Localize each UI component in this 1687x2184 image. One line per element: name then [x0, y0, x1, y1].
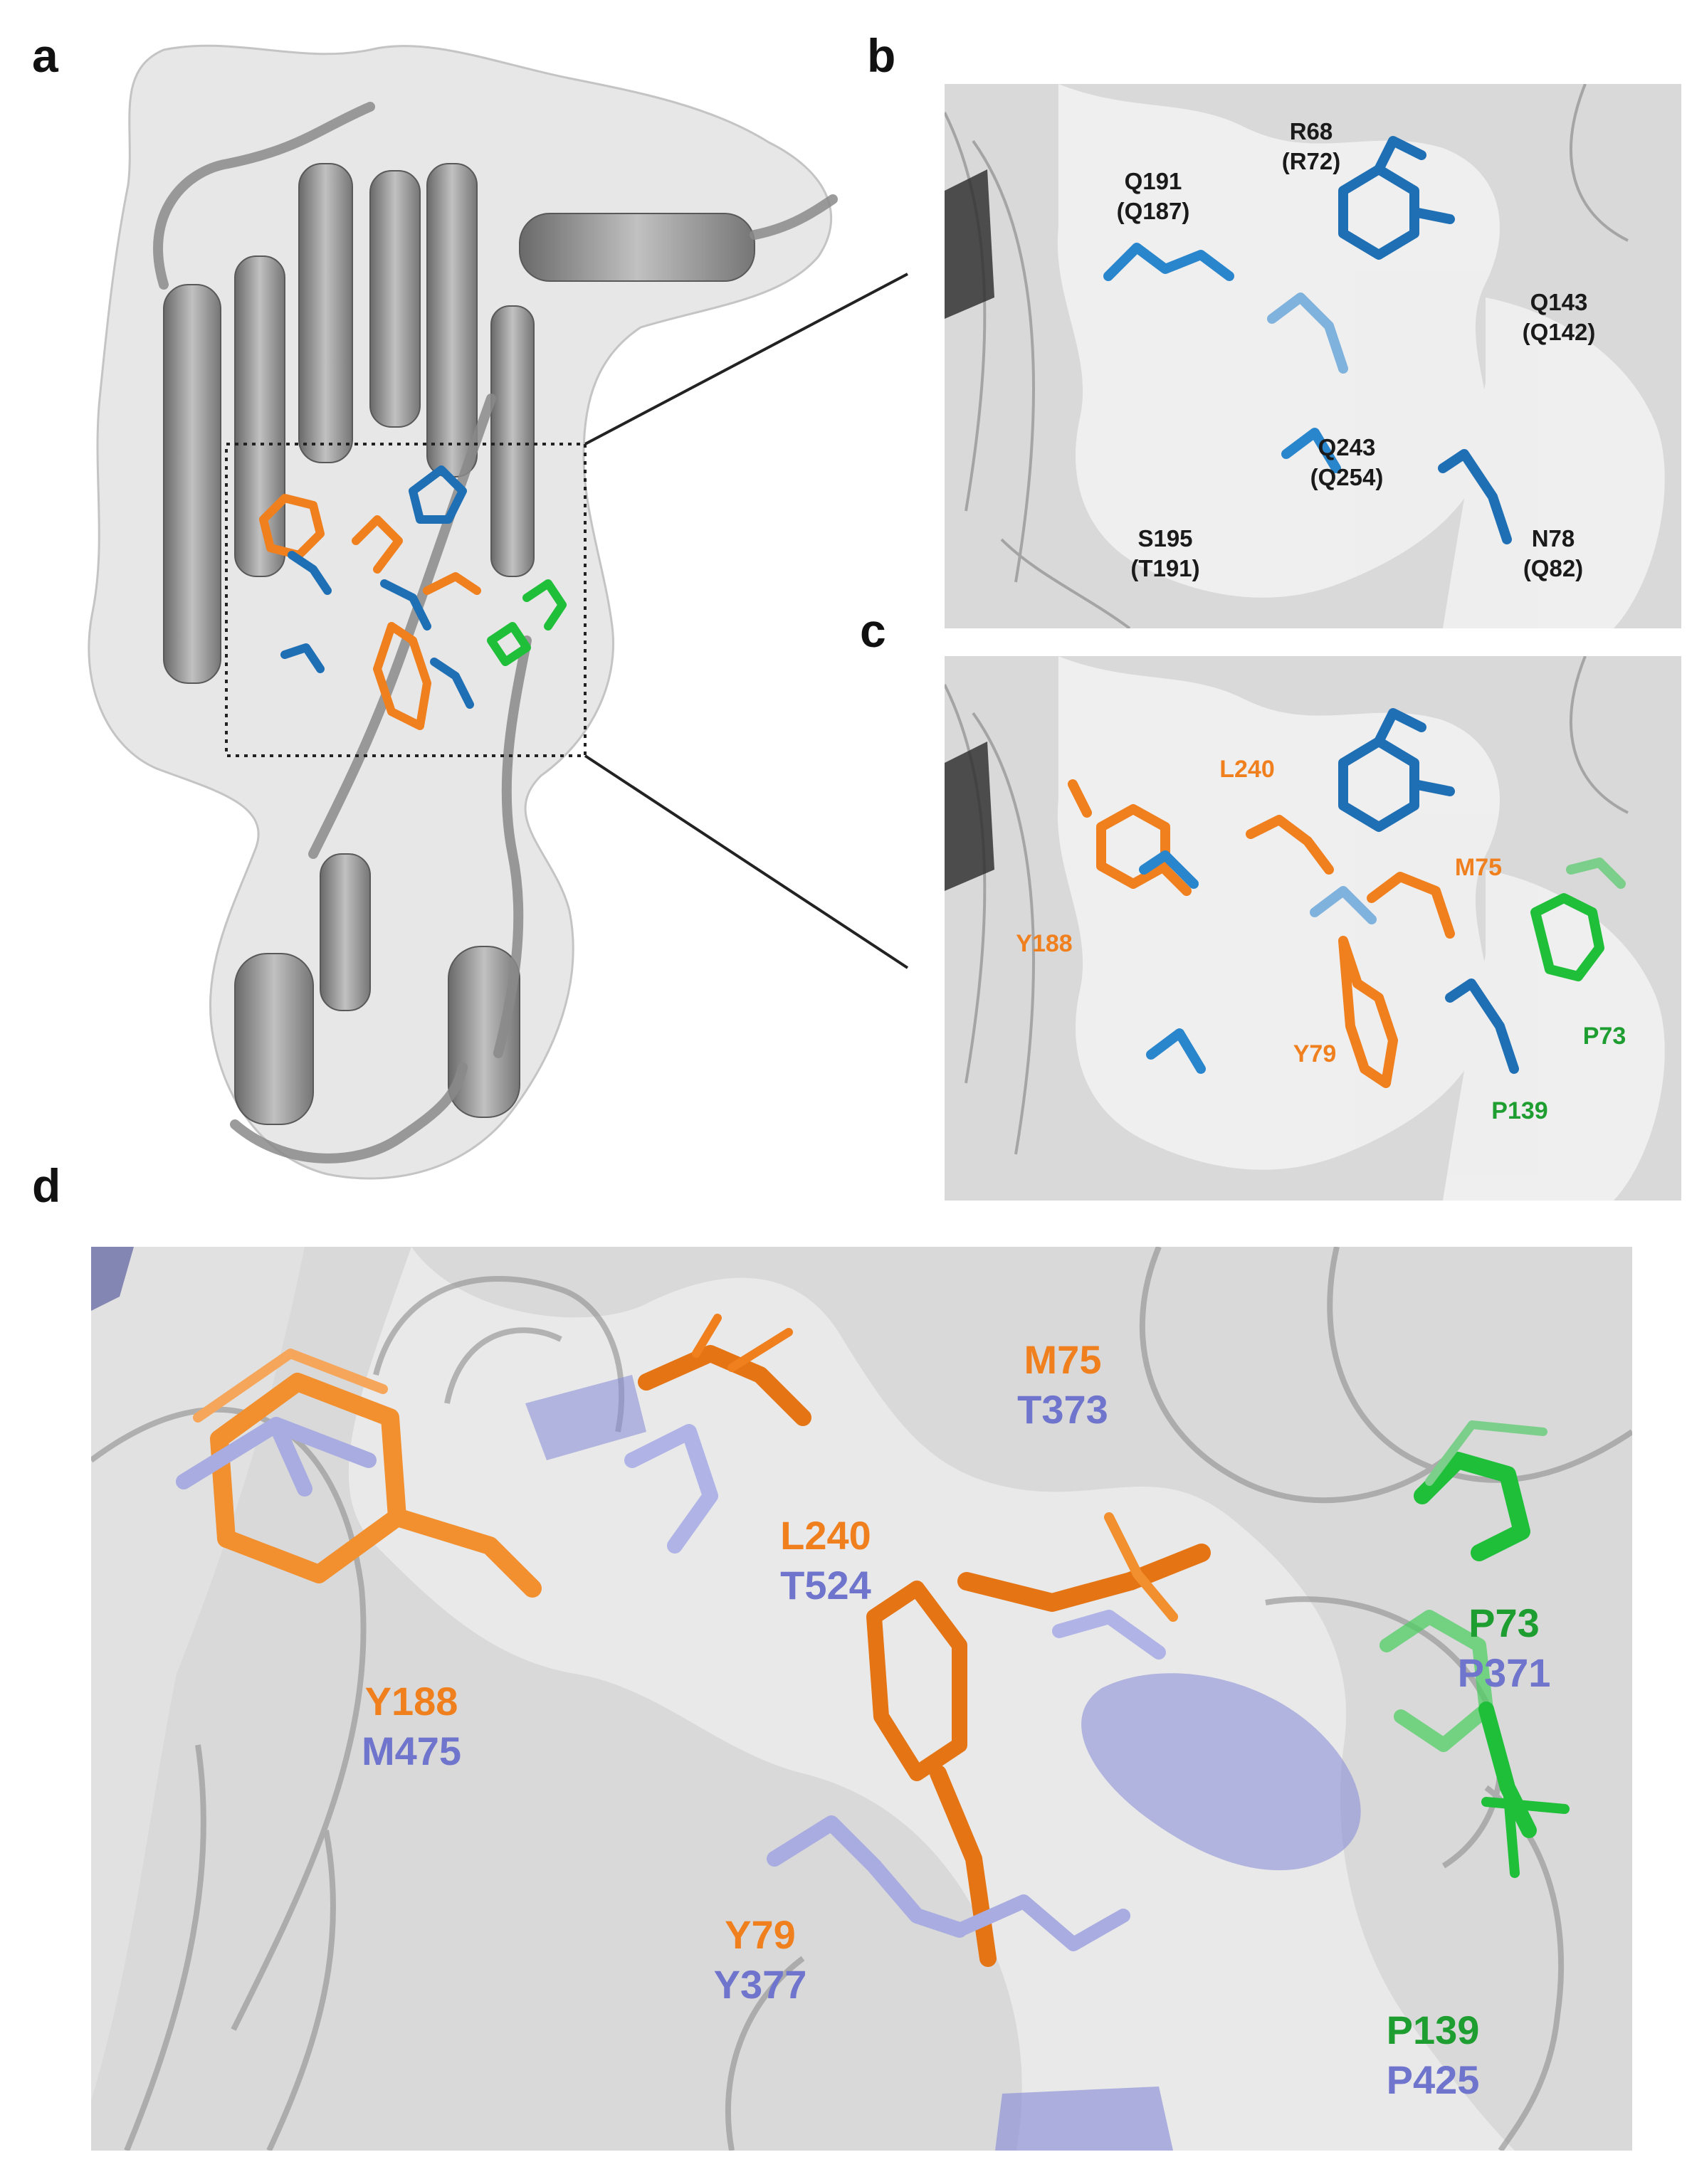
res-label-y188: Y188	[1016, 930, 1072, 957]
res-label-p139: P139	[1387, 2008, 1480, 2052]
res-label-p73: P73	[1583, 1023, 1626, 1050]
res-label-p371: P371	[1458, 1650, 1551, 1695]
res-label-m75: M75	[1024, 1337, 1102, 1382]
res-label-t373: T373	[1017, 1387, 1108, 1432]
res-label-y188: Y188	[365, 1679, 458, 1724]
res-label-p425: P425	[1387, 2057, 1480, 2102]
panel-a-protein-structure	[88, 44, 909, 1180]
res-label-p73: P73	[1468, 1600, 1540, 1645]
res-label-q82: (Q82)	[1523, 555, 1583, 581]
res-label-m475: M475	[362, 1729, 461, 1773]
panel-label-a: a	[32, 29, 58, 82]
res-label-r68: R68	[1290, 118, 1333, 144]
res-label-q254: (Q254)	[1310, 464, 1384, 490]
res-label-y377: Y377	[714, 1962, 807, 2007]
panel-c-binding-pocket: L240 M75 Y188 Y79 P73 P139	[945, 656, 1681, 1201]
res-label-l240: L240	[1219, 756, 1275, 783]
panel-b-binding-pocket: R68 (R72) Q191 (Q187) Q143 (Q142) Q243 (…	[945, 84, 1681, 628]
res-label-q142: (Q142)	[1523, 319, 1596, 345]
res-label-m75: M75	[1455, 854, 1502, 881]
res-label-q187: (Q187)	[1117, 198, 1190, 224]
res-label-t524: T524	[780, 1563, 871, 1608]
res-label-l240: L240	[780, 1513, 871, 1558]
zoom-region-box	[225, 443, 587, 757]
panel-label-c: c	[860, 604, 886, 657]
res-label-q191: Q191	[1125, 168, 1182, 194]
res-label-q143: Q143	[1530, 289, 1588, 315]
res-label-y79: Y79	[1293, 1040, 1337, 1067]
res-label-r72: (R72)	[1282, 148, 1341, 174]
res-label-n78: N78	[1532, 525, 1575, 552]
res-label-s195: S195	[1137, 525, 1192, 552]
zoom-line-upper	[584, 273, 908, 445]
res-label-t191: (T191)	[1130, 555, 1199, 581]
res-label-q243: Q243	[1318, 434, 1376, 460]
panel-label-b: b	[867, 29, 896, 82]
res-label-y79: Y79	[725, 1912, 796, 1957]
res-label-p139: P139	[1491, 1097, 1547, 1124]
panel-d-overlay-view: M75 T373 L240 T524 P73 P371 Y188 M475 Y7…	[91, 1247, 1632, 2151]
panel-label-d: d	[32, 1159, 61, 1212]
zoom-line-lower	[584, 754, 909, 969]
